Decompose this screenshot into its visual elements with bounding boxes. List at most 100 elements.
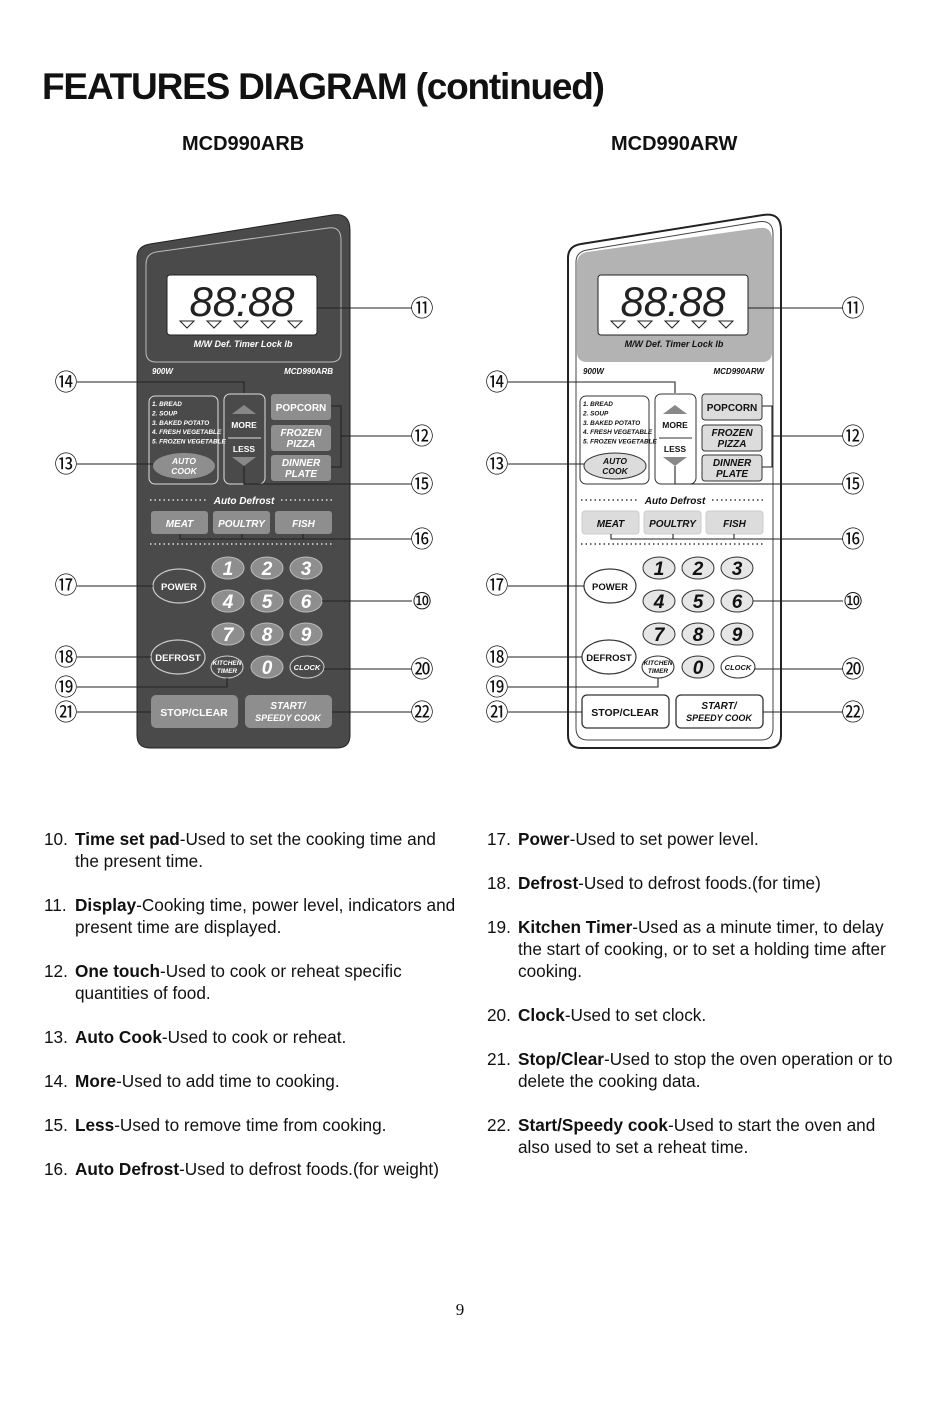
- number-key-label: 4: [653, 592, 665, 613]
- desc-num: 22.: [487, 1115, 511, 1135]
- desc-item-12: 12.One touch-Used to cook or reheat spec…: [44, 960, 464, 1004]
- fish-button: [275, 511, 332, 534]
- number-key-label: 6: [732, 592, 743, 613]
- callout-number: ⑭: [55, 370, 78, 396]
- descriptions-left: 10.Time set pad-Used to set the cooking …: [44, 828, 464, 1202]
- callout-number: ⑯: [411, 527, 434, 553]
- indicator-arrow-icon: [178, 320, 196, 329]
- callout-line: [508, 678, 659, 688]
- indicator-arrow-icon: [286, 320, 304, 329]
- defrost-label: DEFROST: [586, 653, 632, 664]
- desc-term: Clock: [518, 1005, 565, 1025]
- callout-number: ⑪: [411, 296, 434, 322]
- desc-item-15: 15.Less-Used to remove time from cooking…: [44, 1114, 464, 1136]
- callout-line: [179, 534, 412, 540]
- dinner-plate-button-label: PLATE: [285, 469, 317, 480]
- less-label: LESS: [664, 444, 687, 454]
- start-speedy-cook-label: SPEEDY COOK: [255, 713, 322, 723]
- number-key-label: 2: [692, 559, 704, 580]
- number-key-label: 6: [301, 592, 312, 613]
- desc-item-13: 13.Auto Cook-Used to cook or reheat.: [44, 1026, 464, 1048]
- number-key: [681, 655, 715, 679]
- power-label: POWER: [161, 582, 197, 593]
- callout-line: [674, 466, 843, 485]
- callout-number: ⑰: [486, 573, 509, 599]
- callout-number: ⑱: [55, 645, 78, 671]
- number-key: [681, 556, 715, 580]
- number-key-label: 5: [693, 592, 704, 613]
- dinner-plate-button-label: PLATE: [716, 469, 748, 480]
- callout-number: ⑲: [486, 675, 509, 701]
- meat-button-label: MEAT: [597, 519, 625, 530]
- popcorn-button: [701, 393, 763, 421]
- number-key-label: 0: [693, 658, 704, 679]
- number-key: [720, 622, 754, 646]
- model-label: MCD990ARW: [713, 367, 765, 376]
- desc-num: 10.: [44, 829, 68, 849]
- number-key: [642, 556, 676, 580]
- desc-term: Stop/Clear: [518, 1049, 604, 1069]
- auto-cook-menu-item: 2. SOUP: [151, 410, 178, 417]
- indicator-arrow-icon: [259, 320, 277, 329]
- desc-text: -Used to cook or reheat specific quantit…: [75, 961, 402, 1003]
- auto-cook-button: [583, 452, 647, 480]
- number-key: [720, 556, 754, 580]
- desc-text: -Used as a minute timer, to delay the st…: [518, 917, 886, 981]
- number-key-label: 0: [262, 658, 273, 679]
- poultry-button-label: POULTRY: [649, 519, 697, 530]
- auto-cook-label: COOK: [171, 466, 197, 476]
- auto-cook-menu-item: 3. BAKED POTATO: [583, 420, 640, 427]
- callout-number: ⑳: [411, 657, 434, 683]
- callout-number: ⑫: [842, 424, 865, 450]
- desc-text: -Used to start the oven and also used to…: [518, 1115, 876, 1157]
- more-label: MORE: [231, 420, 257, 430]
- fish-button-label: FISH: [723, 519, 747, 530]
- auto-cook-menu-item: 4. FRESH VEGETABLE: [582, 429, 653, 436]
- callout-line: [243, 466, 412, 485]
- desc-num: 16.: [44, 1159, 68, 1179]
- number-key: [681, 622, 715, 646]
- callout-line: [331, 405, 412, 468]
- desc-text: -Used to remove time from cooking.: [114, 1115, 387, 1135]
- number-key-label: 2: [261, 559, 273, 580]
- desc-term: Kitchen Timer: [518, 917, 633, 937]
- kitchen-timer-label: TIMER: [648, 668, 669, 675]
- number-key-label: 4: [222, 592, 234, 613]
- callout-number: ⑰: [55, 573, 78, 599]
- frozen-pizza-button-label: PIZZA: [718, 439, 747, 450]
- number-key-label: 7: [654, 625, 666, 646]
- auto-cook-menu-item: 1. BREAD: [583, 401, 613, 408]
- desc-text: -Used to defrost foods.(for weight): [179, 1159, 439, 1179]
- callout-number: ⑮: [842, 472, 865, 498]
- model-title-left: MCD990ARB: [182, 133, 305, 155]
- lcd-screen: [597, 274, 749, 336]
- desc-item-21: 21.Stop/Clear-Used to stop the oven oper…: [487, 1048, 897, 1092]
- callout-number: ㉑: [55, 700, 78, 726]
- desc-num: 11.: [44, 895, 67, 915]
- page-number: 9: [455, 1300, 465, 1319]
- indicator-arrow-icon: [636, 320, 654, 329]
- callout-number: ⑱: [486, 645, 509, 671]
- auto-cook-menu-item: 4. FRESH VEGETABLE: [151, 429, 222, 436]
- callout-number: ㉑: [486, 700, 509, 726]
- auto-cook-menu-item: 5. FROZEN VEGETABLE: [152, 439, 226, 446]
- poultry-button: [213, 511, 270, 534]
- desc-num: 13.: [44, 1027, 68, 1047]
- number-key-label: 1: [223, 559, 234, 580]
- desc-term: One touch: [75, 961, 160, 981]
- descriptions-right: 17.Power-Used to set power level. 18.Def…: [487, 828, 897, 1180]
- indicator-arrow-icon: [205, 320, 223, 329]
- clock-label: CLOCK: [294, 663, 321, 672]
- callout-line: [762, 405, 843, 468]
- down-arrow-icon: [663, 457, 687, 466]
- model-title-right: MCD990ARW: [611, 133, 738, 155]
- clock-button: [720, 655, 756, 679]
- desc-text: -Used to set the cooking time and the pr…: [75, 829, 436, 871]
- number-key: [211, 622, 245, 646]
- down-arrow-icon: [232, 457, 256, 466]
- up-arrow-icon: [232, 405, 256, 414]
- dinner-plate-button: [271, 455, 331, 481]
- defrost-label: DEFROST: [155, 653, 201, 664]
